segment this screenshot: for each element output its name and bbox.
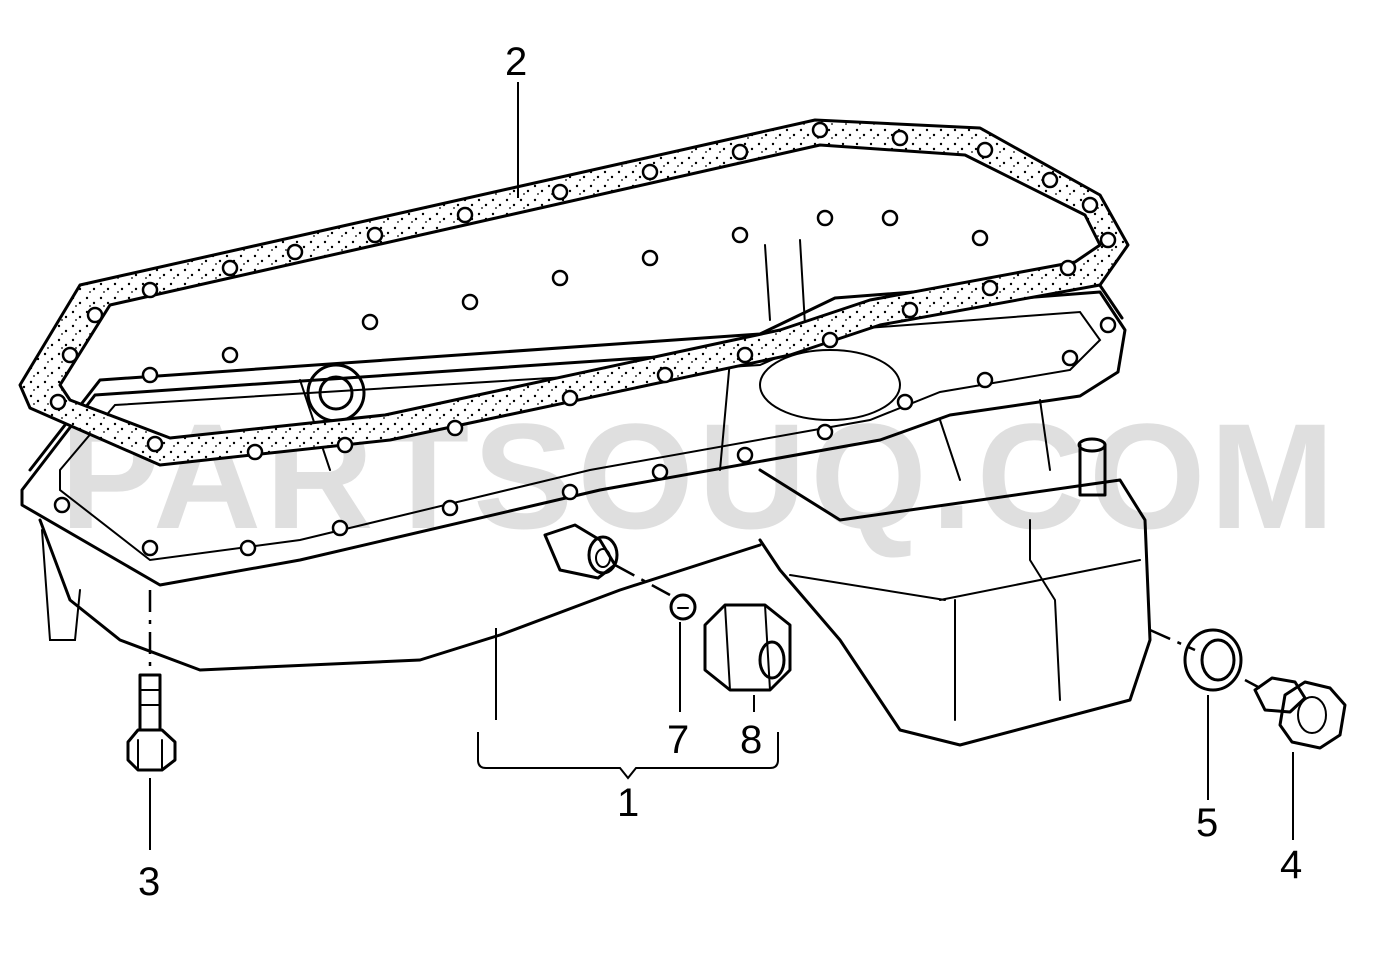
hex-nut	[703, 603, 792, 692]
oil-pan-gasket	[18, 118, 1130, 467]
leader-lines	[149, 82, 1294, 850]
callout-1: 1	[617, 781, 639, 825]
drain-plug	[1253, 676, 1347, 750]
seal-ring	[1149, 628, 1261, 692]
callout-8: 8	[740, 718, 762, 762]
callout-3: 3	[138, 860, 160, 904]
callout-4: 4	[1280, 843, 1302, 887]
pan-bolt	[126, 590, 177, 772]
callout-7: 7	[667, 718, 689, 762]
callout-5: 5	[1196, 801, 1218, 845]
callout-2: 2	[505, 40, 527, 84]
watermark-text: PARTSOUQ.COM	[60, 392, 1339, 560]
small-washer	[614, 563, 697, 621]
